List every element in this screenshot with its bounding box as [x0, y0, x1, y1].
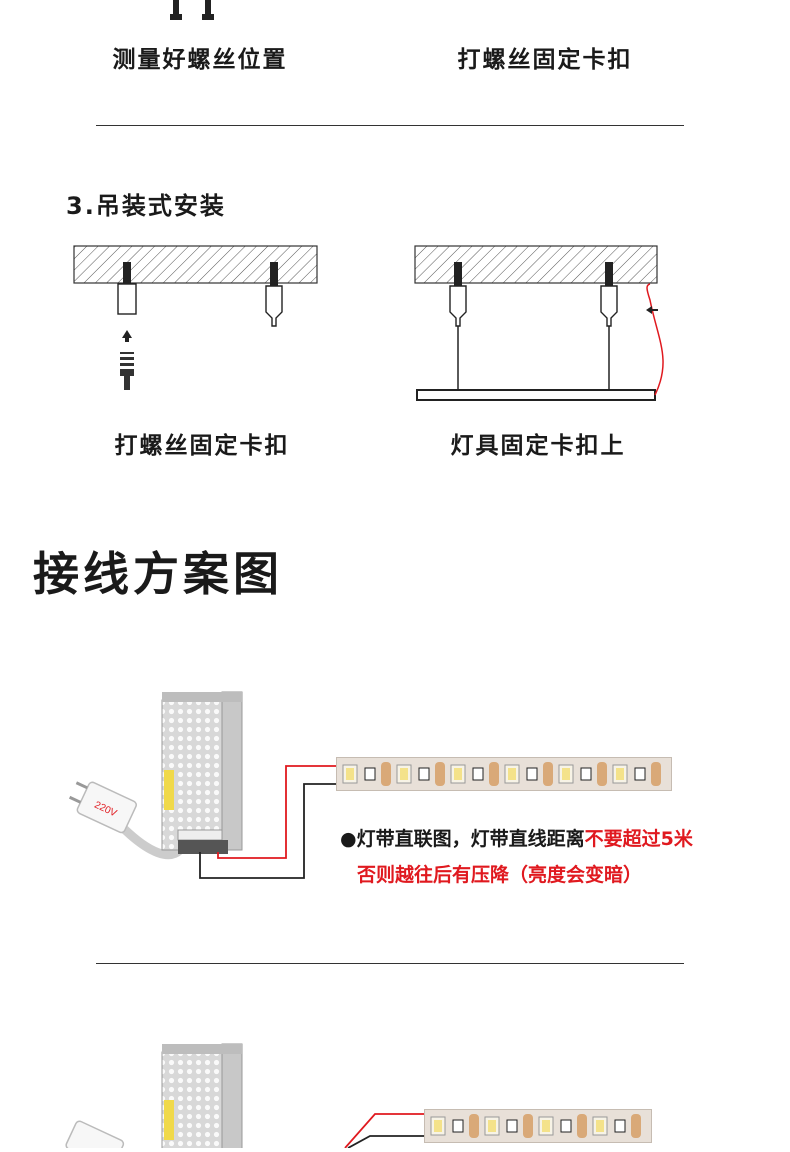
solder-pad — [651, 762, 661, 786]
solder-pad — [597, 762, 607, 786]
screw-pair-illustration — [165, 0, 225, 24]
led-chip — [558, 764, 574, 784]
led-chip — [430, 1116, 446, 1136]
solder-pad — [543, 762, 553, 786]
resistor — [560, 1119, 572, 1133]
led-chip — [396, 764, 412, 784]
wiring-diagram-direct: 220V — [50, 680, 690, 890]
resistor — [472, 767, 484, 781]
solder-pad — [435, 762, 445, 786]
resistor — [506, 1119, 518, 1133]
led-chip — [592, 1116, 608, 1136]
resistor — [364, 767, 376, 781]
caption-screw-clip-hanging: 打螺丝固定卡扣 — [114, 433, 290, 459]
resistor — [418, 767, 430, 781]
divider-2 — [96, 963, 684, 964]
solder-pad — [577, 1114, 587, 1138]
wiring-diagram-parallel — [50, 1040, 690, 1152]
hanging-clip-diagram — [70, 240, 320, 400]
solder-pad — [523, 1114, 533, 1138]
led-chip — [342, 764, 358, 784]
led-chip — [450, 764, 466, 784]
section-heading-hanging: 3.吊装式安装 — [66, 192, 226, 220]
led-chip — [484, 1116, 500, 1136]
page-title-wiring: 接线方案图 — [33, 547, 283, 601]
resistor — [614, 1119, 626, 1133]
led-chip — [504, 764, 520, 784]
resistor — [634, 767, 646, 781]
divider-1 — [96, 125, 684, 126]
led-strip-1 — [336, 757, 672, 791]
resistor — [452, 1119, 464, 1133]
caption-screw-clip-top: 打螺丝固定卡扣 — [457, 47, 633, 73]
resistor — [526, 767, 538, 781]
resistor — [580, 767, 592, 781]
solder-pad — [631, 1114, 641, 1138]
solder-pad — [489, 762, 499, 786]
note-red-limit: 不要超过5米 — [584, 828, 693, 850]
note-black-text: 灯带直联图，灯带直线距离 — [356, 828, 585, 850]
wiring-note-line2: 否则越往后有压降（亮度会变暗） — [357, 864, 643, 886]
led-strip-2 — [424, 1109, 652, 1143]
led-chip — [612, 764, 628, 784]
caption-fixture-on-clip: 灯具固定卡扣上 — [450, 433, 626, 459]
wiring-note-line1: ●灯带直联图，灯带直线距离不要超过5米 — [340, 824, 693, 851]
note-bullet: ● — [340, 828, 357, 850]
led-chip — [538, 1116, 554, 1136]
fixture-hanging-diagram — [410, 240, 670, 410]
caption-measure-screw: 测量好螺丝位置 — [112, 47, 288, 73]
solder-pad — [381, 762, 391, 786]
solder-pad — [469, 1114, 479, 1138]
